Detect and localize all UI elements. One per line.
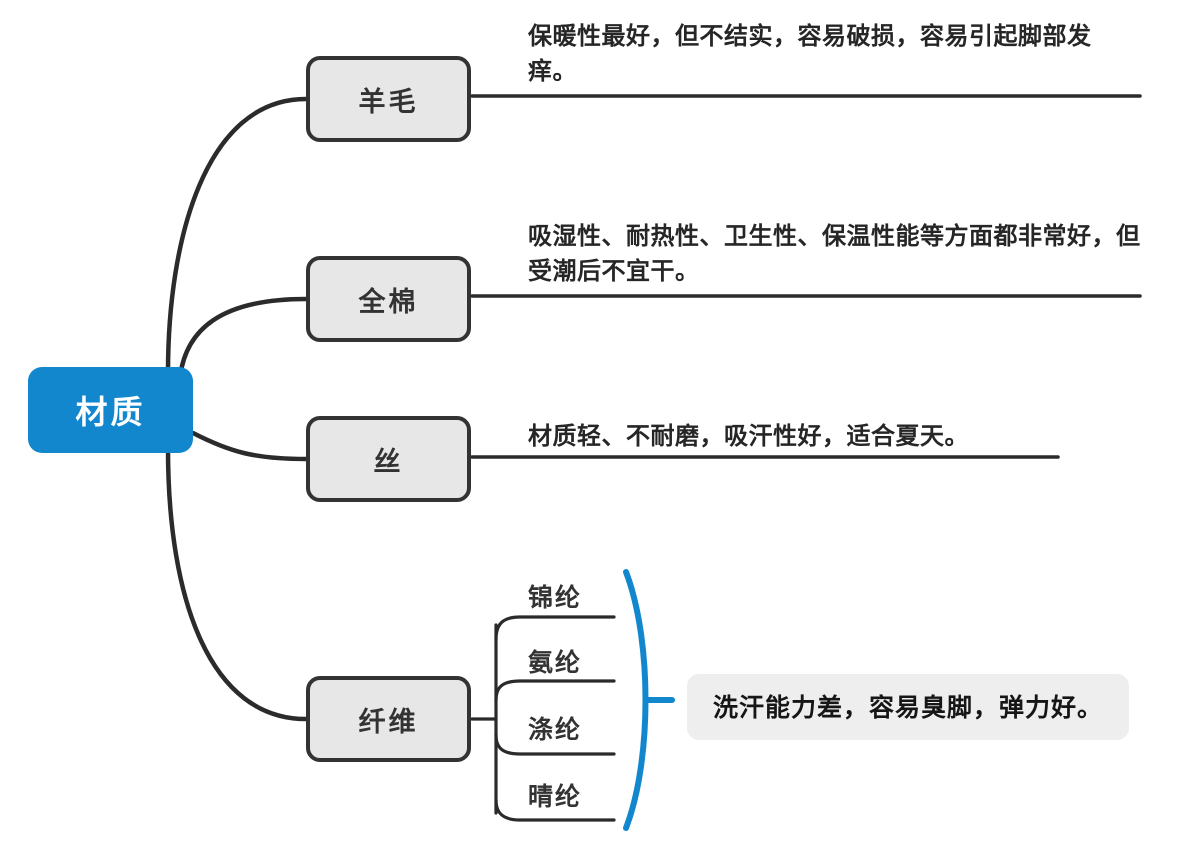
description-wool: 保暖性最好，但不结实，容易破损，容易引起脚部发痒。 (528, 23, 1092, 85)
fiber-callout: 洗汗能力差，容易臭脚，弹力好。 (687, 674, 1130, 740)
root-node-label: 材质 (75, 394, 146, 430)
sub-item-jinlun[interactable]: 锦纶 (528, 584, 583, 612)
root-node[interactable]: 材质 (28, 367, 193, 453)
sub-item-dilun[interactable]: 涤纶 (528, 716, 583, 744)
branch-node-cotton-label: 全棉 (358, 286, 419, 317)
branch-node-silk-label: 丝 (373, 446, 404, 477)
branch-node-silk[interactable]: 丝 (306, 416, 471, 502)
edge-root-wool (165, 96, 309, 375)
branch-node-wool-label: 羊毛 (358, 86, 419, 117)
edge-root-silk (190, 430, 309, 462)
description-cotton: 吸湿性、耐热性、卫生性、保温性能等方面都非常好，但受潮后不宜干。 (528, 223, 1141, 285)
branch-node-fiber-label: 纤维 (358, 706, 419, 737)
edge-root-cotton (177, 296, 309, 380)
branch-node-cotton[interactable]: 全棉 (306, 256, 471, 342)
sub-item-anlun[interactable]: 氨纶 (528, 649, 583, 677)
branch-node-wool[interactable]: 羊毛 (306, 56, 471, 142)
branch-node-fiber[interactable]: 纤维 (306, 676, 471, 762)
underline-sub-0 (494, 615, 616, 641)
sub-item-qinglun[interactable]: 晴纶 (528, 783, 583, 811)
fiber-callout-text: 洗汗能力差，容易臭脚，弹力好。 (713, 694, 1104, 722)
description-silk: 材质轻、不耐磨，吸汗性好，适合夏天。 (528, 423, 969, 450)
group-brace (623, 569, 649, 831)
underline-sub-1 (494, 679, 616, 702)
edge-root-fiber (165, 446, 309, 722)
